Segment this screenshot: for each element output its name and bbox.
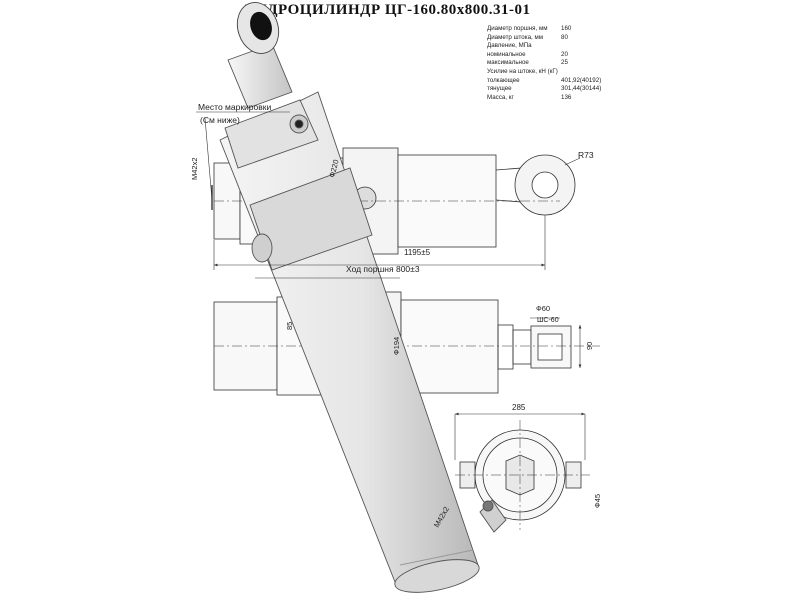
bottom-port	[479, 499, 507, 533]
stroke-dim: Ход поршня 800±3	[346, 264, 420, 274]
spec-label: Давление, МПа	[487, 42, 532, 50]
end-view	[455, 420, 590, 530]
spec-value: 136	[561, 93, 572, 101]
overall-length-dim: 1195±5	[404, 248, 431, 257]
see-below-label: (См ниже)	[200, 115, 240, 125]
rod-eye	[236, 2, 280, 54]
spec-value: 301,44(30144)	[561, 85, 602, 93]
marking-place-label: Место маркировки	[198, 102, 271, 112]
spec-row: Давление, МПа	[487, 42, 612, 51]
spec-row: Масса, кг 136	[487, 94, 612, 103]
dim-285: 285	[512, 403, 526, 412]
spec-row: максимальное 25	[487, 59, 612, 68]
drawing-title: ГИДРОЦИЛИНДР ЦГ-160.80х800.31-01	[245, 2, 531, 18]
spec-label: максимальное	[487, 59, 529, 67]
spec-value: 160	[561, 25, 572, 32]
spec-label: номинальное	[487, 50, 526, 58]
dia-60-dim: Ф60	[536, 304, 550, 313]
spec-table: Диаметр поршня, мм 160 Диаметр штока, мм 8…	[487, 25, 612, 102]
spec-value: 80	[561, 33, 568, 41]
dim-90: 90	[585, 342, 594, 350]
dim-45: Ф45	[593, 494, 602, 508]
spec-value: 25	[561, 59, 568, 67]
cylinder-3d	[219, 2, 507, 593]
dim-85: 85	[285, 322, 294, 330]
spec-label: толкающее	[487, 76, 520, 84]
spec-label: Усилие на штоке, кН (кГ)	[487, 67, 558, 75]
spec-row: Усилие на штоке, кН (кГ)	[487, 68, 612, 77]
spec-row: тянущее 301,44(30144)	[487, 85, 612, 94]
spec-label: Диаметр поршня, мм	[487, 25, 548, 32]
spec-label: Масса, кг	[487, 93, 514, 101]
spec-row: Диаметр штока, мм 80	[487, 34, 612, 43]
spec-value: 401,92(40192)	[561, 76, 602, 84]
spec-value: 20	[561, 50, 568, 58]
dim-194: Ф194	[392, 337, 401, 355]
port-thread-top-dim: М42х2	[190, 157, 199, 180]
spec-row: толкающее 401,92(40192)	[487, 77, 612, 86]
spec-label: Диаметр штока, мм	[487, 33, 543, 41]
radius-dim: R73	[578, 150, 594, 160]
pin-label: ШС-60	[537, 317, 559, 324]
dimensions	[196, 111, 586, 460]
spec-row: Диаметр поршня, мм 160	[487, 25, 612, 34]
spec-row: номинальное 20	[487, 51, 612, 60]
spec-label: тянущее	[487, 85, 512, 93]
